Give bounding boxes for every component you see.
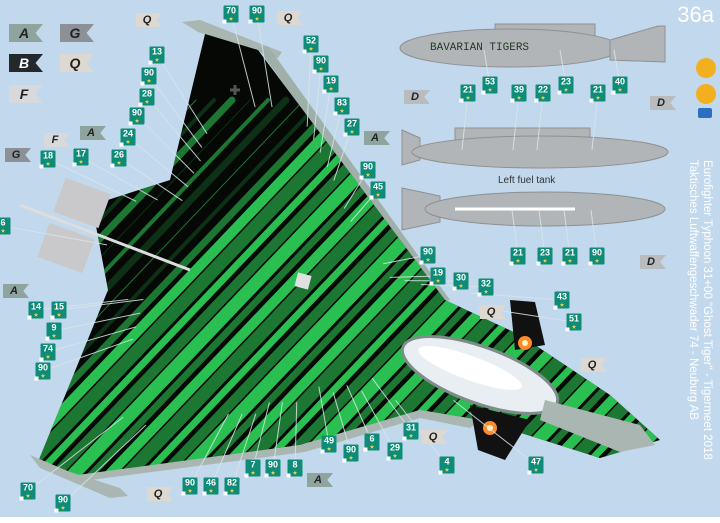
page-number: 36a [677, 2, 714, 27]
decal-callout: 47 [527, 456, 544, 475]
decal-callout: 53 [481, 76, 498, 95]
decal-callout: 90 [264, 459, 281, 478]
decal-callout: 7 [244, 459, 261, 478]
decal-callout: 26 [110, 149, 127, 168]
color-code-flag: A [9, 24, 43, 42]
decal-callout: 4 [438, 456, 455, 475]
decal-callout: 90 [359, 161, 376, 180]
decal-callout: 19 [429, 267, 446, 286]
page-bottom-margin [0, 517, 720, 523]
decal-callout: 90 [34, 362, 51, 381]
decal-callout: 19 [322, 75, 339, 94]
decal-callout: 90 [140, 67, 157, 86]
decal-callout: 31 [402, 422, 419, 441]
decal-callout: 14 [27, 301, 44, 320]
decal-callout: 18 [39, 150, 56, 169]
decal-callout: 51 [565, 313, 582, 332]
decal-callout: 74 [39, 343, 56, 362]
decal-callout: 90 [312, 55, 329, 74]
tank-inscription: BAVARIAN TIGERS [430, 42, 530, 54]
paint-flag: D [640, 255, 666, 269]
fuel-tank-left [401, 187, 666, 231]
title-block: Eurofighter Typhoon 31+00 "Ghost Tiger" … [655, 160, 715, 520]
paint-flag: Q [480, 305, 506, 319]
decal-callout: 27 [343, 118, 360, 137]
paint-flag: A [307, 473, 333, 487]
glue-icon [698, 108, 712, 118]
decal-callout: 70 [19, 482, 36, 501]
paint-flag: Q [422, 430, 448, 444]
decal-callout: 13 [148, 46, 165, 65]
color-code-flag: Q [60, 54, 94, 72]
wingtip-rail-top [182, 20, 450, 302]
decal-callout: 6 [363, 433, 380, 452]
decal-callout: 90 [181, 477, 198, 496]
decal-callout: 21 [459, 84, 476, 103]
title-line-2: Taktisches Luftwaffengeschwader 74 - Neu… [687, 160, 699, 420]
paint-flag: A [80, 126, 106, 140]
decal-callout: 28 [138, 88, 155, 107]
paint-flag: Q [136, 13, 162, 27]
decal-callout: 39 [510, 84, 527, 103]
decal-callout: 90 [248, 5, 265, 24]
decal-water-icon [696, 84, 716, 104]
decal-callout: 70 [222, 5, 239, 24]
fuel-tank-top [399, 23, 666, 68]
paint-flag: Q [147, 487, 173, 501]
decal-callout: 45 [369, 181, 386, 200]
decal-callout: 21 [561, 247, 578, 266]
decal-callout: 8 [286, 459, 303, 478]
decal-callout: 15 [50, 301, 67, 320]
paint-flag: Q [581, 358, 607, 372]
color-code-flag: B [9, 54, 43, 72]
decal-callout: 90 [54, 494, 71, 513]
decal-callout: 32 [477, 278, 494, 297]
decal-callout: 23 [536, 247, 553, 266]
aircraft-underside [19, 34, 660, 498]
decal-callout: 17 [72, 148, 89, 167]
title-line-1: Eurofighter Typhoon 31+00 "Ghost Tiger" … [701, 160, 713, 460]
decal-callout: 43 [553, 291, 570, 310]
decal-callout: 23 [557, 76, 574, 95]
paint-flag: Q [277, 11, 303, 25]
fuel-tank-middle [401, 127, 669, 169]
decal-callout: 21 [509, 247, 526, 266]
tank-label: Left fuel tank [498, 175, 556, 186]
decal-callout: 52 [302, 35, 319, 54]
decal-callout: 90 [588, 247, 605, 266]
paint-flag: A [3, 284, 29, 298]
decal-callout: 90 [419, 246, 436, 265]
decal-callout: 30 [452, 272, 469, 291]
decal-callout: 22 [534, 84, 551, 103]
paint-flag: D [650, 96, 676, 110]
decal-callout: 40 [611, 76, 628, 95]
paint-flag: G [5, 148, 31, 162]
paint-flag: D [404, 90, 430, 104]
decal-callout: 49 [320, 435, 337, 454]
color-code-flag: G [60, 24, 94, 42]
decal-callout: 6 [0, 217, 11, 235]
decal-callout: 46 [202, 477, 219, 496]
color-code-flag: F [9, 85, 43, 103]
decal-callout: 24 [119, 128, 136, 147]
paint-flag: F [44, 133, 70, 147]
decal-callout: 29 [386, 442, 403, 461]
decal-callout: 90 [128, 107, 145, 126]
decal-callout: 21 [589, 84, 606, 103]
paint-brush-icon [696, 58, 716, 78]
decal-callout: 90 [342, 444, 359, 463]
decal-callout: 82 [223, 477, 240, 496]
decal-callout: 83 [333, 97, 350, 116]
paint-flag: A [364, 131, 390, 145]
decal-callout: 9 [45, 322, 62, 341]
